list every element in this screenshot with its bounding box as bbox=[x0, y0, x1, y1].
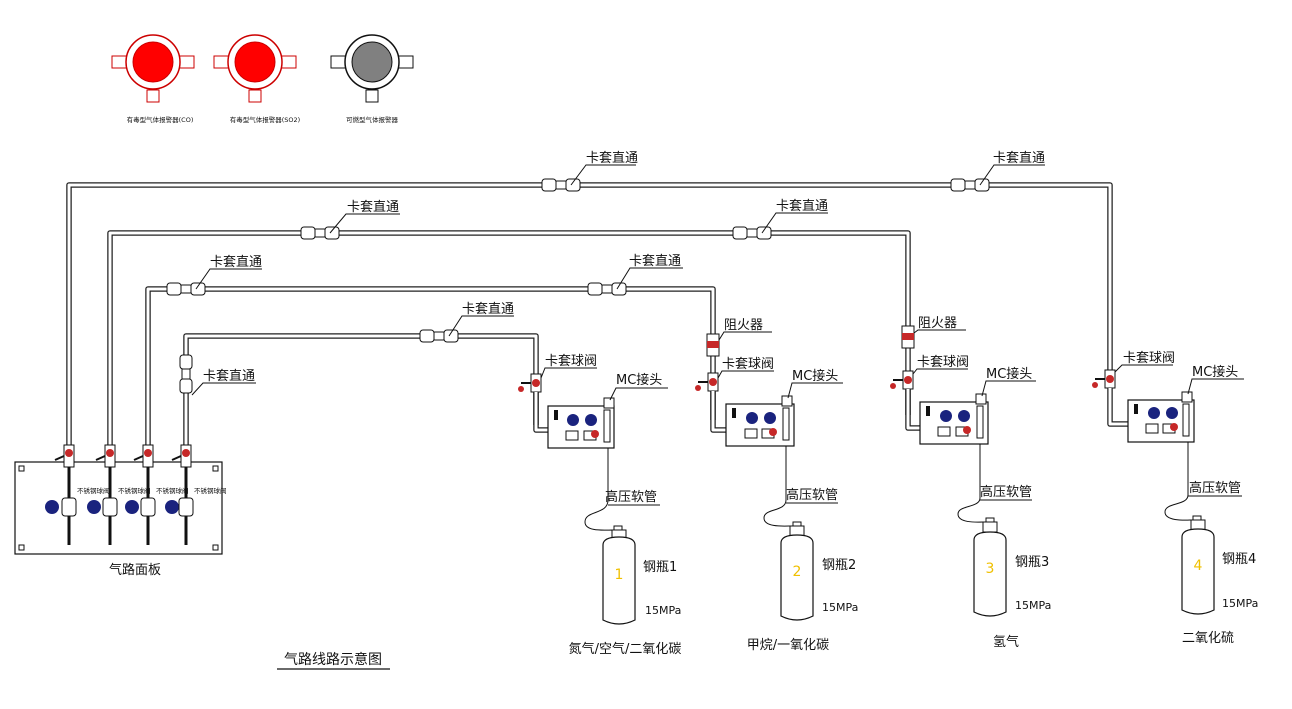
fitting-label-top-1: 卡套直通 bbox=[586, 150, 638, 166]
cylinder-gas-2: 甲烷/一氧化碳 bbox=[747, 638, 829, 653]
regulator-panel-1 bbox=[533, 392, 615, 449]
panel-valve-label-3: 不锈钢球阀 bbox=[156, 486, 189, 495]
panel-channel-4 bbox=[165, 444, 194, 545]
ball-valve-label-2: 卡套球阀 bbox=[722, 356, 774, 372]
flame-arrester-2 bbox=[706, 333, 720, 357]
regulator-panel-2 bbox=[710, 391, 795, 447]
ball-valve-2 bbox=[695, 372, 719, 392]
regulator-panel-4 bbox=[1107, 388, 1195, 443]
panel-channel-2 bbox=[87, 444, 118, 545]
diagram-title: 气路线路示意图 bbox=[284, 651, 382, 668]
fitting-label-third-2: 卡套直通 bbox=[629, 253, 681, 269]
cylinder-name-2: 钢瓶2 bbox=[822, 558, 856, 573]
fitting-third-2 bbox=[587, 282, 627, 296]
flame-arrester-3 bbox=[901, 325, 915, 349]
cylinder-pressure-2: 15MPa bbox=[822, 601, 858, 614]
fitting-second-1 bbox=[300, 226, 340, 240]
alarm-combustible bbox=[330, 34, 414, 103]
flame-arrester-label-2: 阻火器 bbox=[724, 318, 763, 333]
cylinder-4 bbox=[1181, 519, 1215, 615]
panel-valve-label-4: 不锈钢球阀 bbox=[194, 486, 227, 495]
ball-valve-label-3: 卡套球阀 bbox=[917, 354, 969, 370]
cylinder-gas-1: 氮气/空气/二氧化碳 bbox=[569, 641, 682, 657]
fitting-label-fourth-2: 卡套直通 bbox=[203, 368, 255, 384]
ball-valve-4 bbox=[1092, 369, 1116, 389]
cylinder-name-1: 钢瓶1 bbox=[643, 560, 677, 575]
alarm-so2 bbox=[213, 34, 297, 103]
fitting-top-1 bbox=[541, 178, 581, 192]
alarm-co bbox=[111, 34, 195, 103]
cylinder-name-4: 钢瓶4 bbox=[1222, 552, 1256, 567]
mc-label-3: MC接头 bbox=[986, 366, 1032, 382]
fitting-label-top-2: 卡套直通 bbox=[993, 150, 1045, 166]
mc-label-1: MC接头 bbox=[616, 372, 662, 388]
cylinder-2 bbox=[780, 525, 814, 621]
cylinder-tag-4: 4 bbox=[1194, 558, 1203, 574]
panel-channel-1 bbox=[45, 444, 77, 545]
fitting-label-fourth-1: 卡套直通 bbox=[462, 301, 514, 317]
alarm-combustible-lamp bbox=[351, 41, 393, 83]
cylinder-tag-2: 2 bbox=[793, 564, 802, 580]
fitting-label-third-1: 卡套直通 bbox=[210, 254, 262, 270]
cylinder-pressure-4: 15MPa bbox=[1222, 597, 1258, 610]
hose-label-3: 高压软管 bbox=[980, 484, 1032, 500]
regulator-panel-3 bbox=[905, 389, 989, 445]
cylinder-gas-3: 氢气 bbox=[993, 634, 1019, 650]
mc-label-2: MC接头 bbox=[792, 368, 838, 384]
fitting-third-1 bbox=[166, 282, 206, 296]
cylinder-pressure-1: 15MPa bbox=[645, 604, 681, 617]
cylinder-1 bbox=[602, 529, 636, 625]
alarm-combustible-label: 可燃型气体报警器 bbox=[346, 115, 399, 124]
ball-valve-label-4: 卡套球阀 bbox=[1123, 350, 1175, 366]
cylinder-tag-3: 3 bbox=[986, 561, 995, 577]
fitting-second-2 bbox=[732, 226, 772, 240]
cylinder-pressure-3: 15MPa bbox=[1015, 599, 1051, 612]
cylinder-gas-4: 二氧化硫 bbox=[1182, 631, 1234, 646]
panel-channel-3 bbox=[125, 444, 156, 545]
panel-valve-label-1: 不锈钢球阀 bbox=[77, 486, 110, 495]
alarm-co-lamp bbox=[132, 41, 174, 83]
pipes bbox=[66, 182, 1113, 460]
ball-valve-label-1: 卡套球阀 bbox=[545, 353, 597, 369]
panel-valve-label-2: 不锈钢球阀 bbox=[118, 486, 151, 495]
hose-label-1: 高压软管 bbox=[605, 489, 657, 505]
alarm-so2-label: 有毒型气体报警器(SO2) bbox=[230, 115, 300, 124]
panel-title: 气路面板 bbox=[109, 562, 161, 578]
flame-arrester-label-3: 阻火器 bbox=[918, 316, 957, 331]
ball-valve-3 bbox=[890, 370, 914, 390]
cylinder-tag-1: 1 bbox=[615, 567, 624, 583]
cylinder-3 bbox=[973, 521, 1007, 617]
fitting-fourth-1 bbox=[419, 329, 459, 343]
fitting-label-second-1: 卡套直通 bbox=[347, 199, 399, 215]
fitting-fourth-vertical bbox=[179, 354, 193, 394]
alarm-so2-lamp bbox=[234, 41, 276, 83]
cylinder-name-3: 钢瓶3 bbox=[1015, 555, 1049, 570]
hose-label-2: 高压软管 bbox=[786, 487, 838, 503]
fitting-label-second-2: 卡套直通 bbox=[776, 198, 828, 214]
alarm-co-label: 有毒型气体报警器(CO) bbox=[127, 115, 194, 124]
fitting-top-2 bbox=[950, 178, 990, 192]
mc-label-4: MC接头 bbox=[1192, 364, 1238, 380]
ball-valve-1 bbox=[518, 373, 542, 393]
hose-label-4: 高压软管 bbox=[1189, 480, 1241, 496]
